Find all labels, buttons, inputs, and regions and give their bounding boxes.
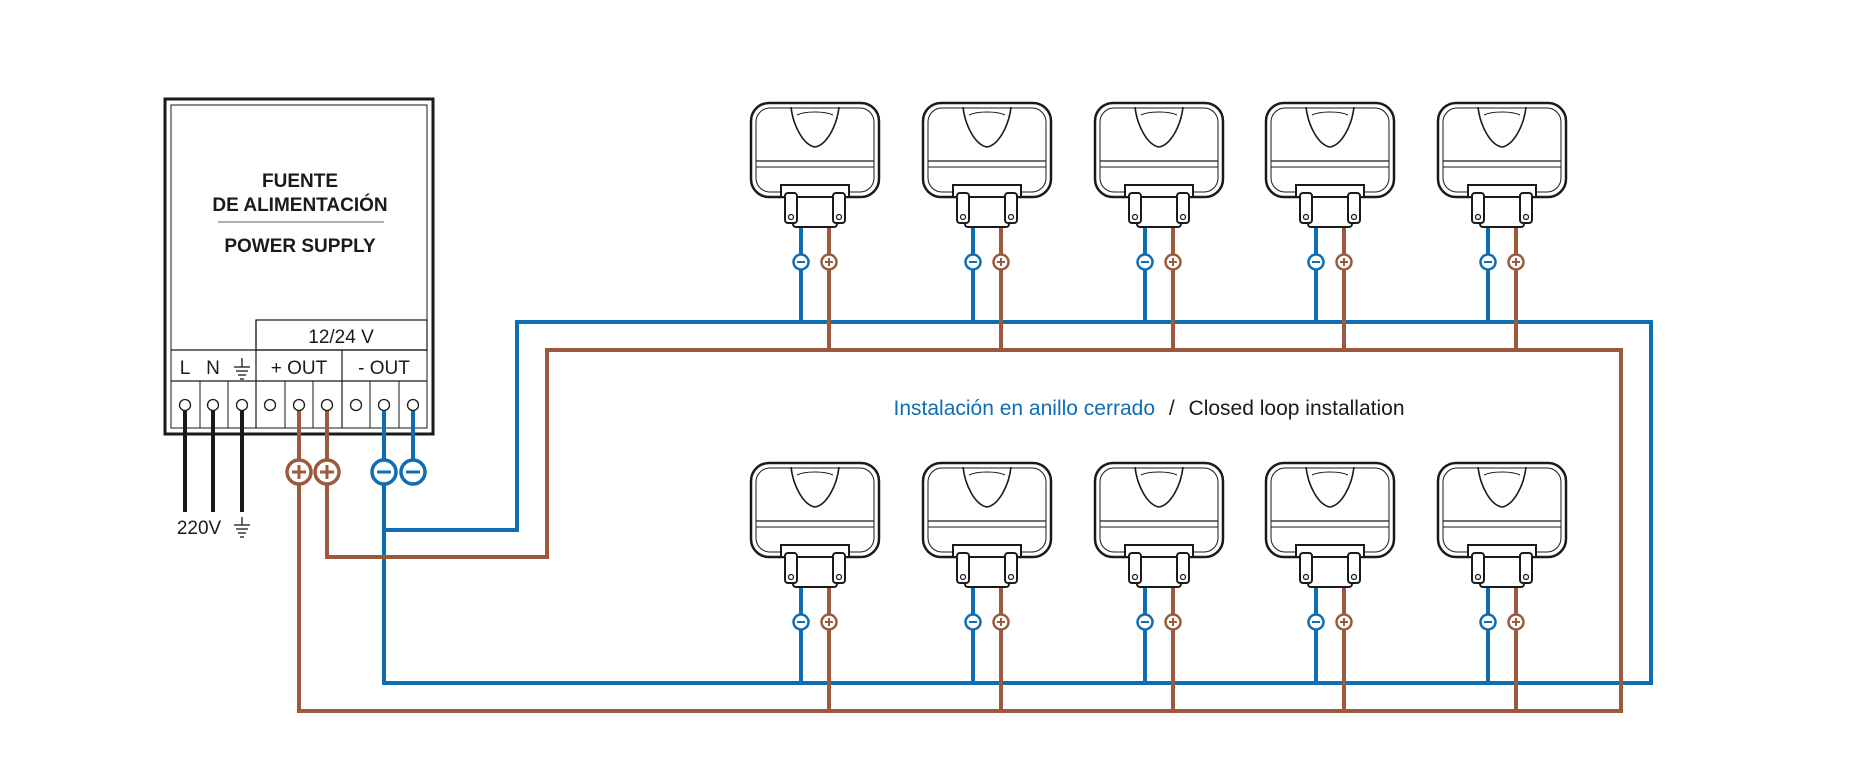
plus-marker-icon — [1164, 253, 1182, 271]
led-fixture-top-5 — [1436, 101, 1568, 350]
fixture-body — [749, 101, 881, 199]
led-fixture-bottom-5 — [1436, 461, 1568, 711]
led-fixture-top-2 — [921, 101, 1053, 350]
terminal-ground — [235, 398, 249, 412]
terminal-l — [178, 398, 192, 412]
led-fixture-bottom-1 — [749, 461, 881, 711]
minus-marker-icon — [1479, 253, 1497, 271]
minus-marker-icon — [964, 253, 982, 271]
plus-marker-icon — [820, 253, 838, 271]
caption-separator: / — [1169, 397, 1175, 420]
plus-marker-icon — [1507, 253, 1525, 271]
minus-marker-icon — [1136, 253, 1154, 271]
terminal-n — [206, 398, 220, 412]
fixture-body — [1093, 461, 1225, 559]
fixture-body — [921, 101, 1053, 199]
minus-marker-icon — [1479, 613, 1497, 631]
terminal-label-n: N — [206, 358, 220, 379]
out-minus-label: - OUT — [358, 358, 410, 379]
out-plus-label: + OUT — [271, 358, 328, 379]
fixture-body — [1436, 101, 1568, 199]
negative-outer-loop — [382, 320, 1653, 685]
fixture-body — [749, 461, 881, 559]
plus-marker-icon — [1164, 613, 1182, 631]
plus-marker-icon — [992, 253, 1010, 271]
fixtures-group — [749, 101, 1568, 711]
led-fixture-bottom-4 — [1264, 461, 1396, 711]
input-ground-icon — [234, 517, 250, 538]
mains-input-wires — [183, 411, 244, 512]
fixture-body — [1436, 461, 1568, 559]
terminal-out-minus-2 — [377, 398, 391, 412]
fixture-body — [1093, 101, 1225, 199]
terminal-out-plus-2 — [292, 398, 306, 412]
minus-marker-icon — [370, 458, 398, 486]
positive-inner-loop — [297, 348, 1623, 713]
fixture-body — [1264, 101, 1396, 199]
caption-spanish: Instalación en anillo cerrado — [894, 397, 1156, 420]
plus-marker-icon — [313, 458, 341, 486]
minus-marker-icon — [1136, 613, 1154, 631]
input-voltage-label: 220V — [177, 518, 222, 539]
minus-marker-icon — [1307, 253, 1325, 271]
minus-marker-icon — [792, 253, 810, 271]
terminal-out-plus-1 — [263, 398, 277, 412]
terminal-label-l: L — [180, 358, 191, 379]
plus-marker-icon — [1507, 613, 1525, 631]
plus-marker-icon — [285, 458, 313, 486]
plus-marker-icon — [1335, 613, 1353, 631]
minus-marker-icon — [399, 458, 427, 486]
plus-marker-icon — [992, 613, 1010, 631]
terminal-out-plus-3 — [320, 398, 334, 412]
installation-caption: Instalación en anillo cerrado / Closed l… — [894, 397, 1405, 420]
power-supply-unit: FUENTE DE ALIMENTACIÓN POWER SUPPLY 12/2… — [163, 97, 435, 436]
led-fixture-bottom-2 — [921, 461, 1053, 711]
minus-marker-icon — [1307, 613, 1325, 631]
terminal-out-minus-1 — [349, 398, 363, 412]
voltage-label: 12/24 V — [308, 327, 374, 348]
plus-marker-icon — [820, 613, 838, 631]
caption-english: Closed loop installation — [1189, 397, 1405, 420]
power-supply-title-es-2: DE ALIMENTACIÓN — [212, 194, 387, 216]
terminal-out-minus-3 — [406, 398, 420, 412]
output-polarity-markers — [285, 458, 427, 486]
minus-marker-icon — [964, 613, 982, 631]
led-fixture-top-4 — [1264, 101, 1396, 350]
fixture-body — [921, 461, 1053, 559]
ground-icon — [234, 358, 250, 380]
led-fixture-bottom-3 — [1093, 461, 1225, 711]
power-supply-title-es-1: FUENTE — [262, 171, 338, 192]
minus-marker-icon — [792, 613, 810, 631]
plus-marker-icon — [1335, 253, 1353, 271]
fixture-body — [1264, 461, 1396, 559]
power-supply-title-en: POWER SUPPLY — [224, 236, 376, 257]
led-fixture-top-3 — [1093, 101, 1225, 350]
led-fixture-top-1 — [749, 101, 881, 350]
